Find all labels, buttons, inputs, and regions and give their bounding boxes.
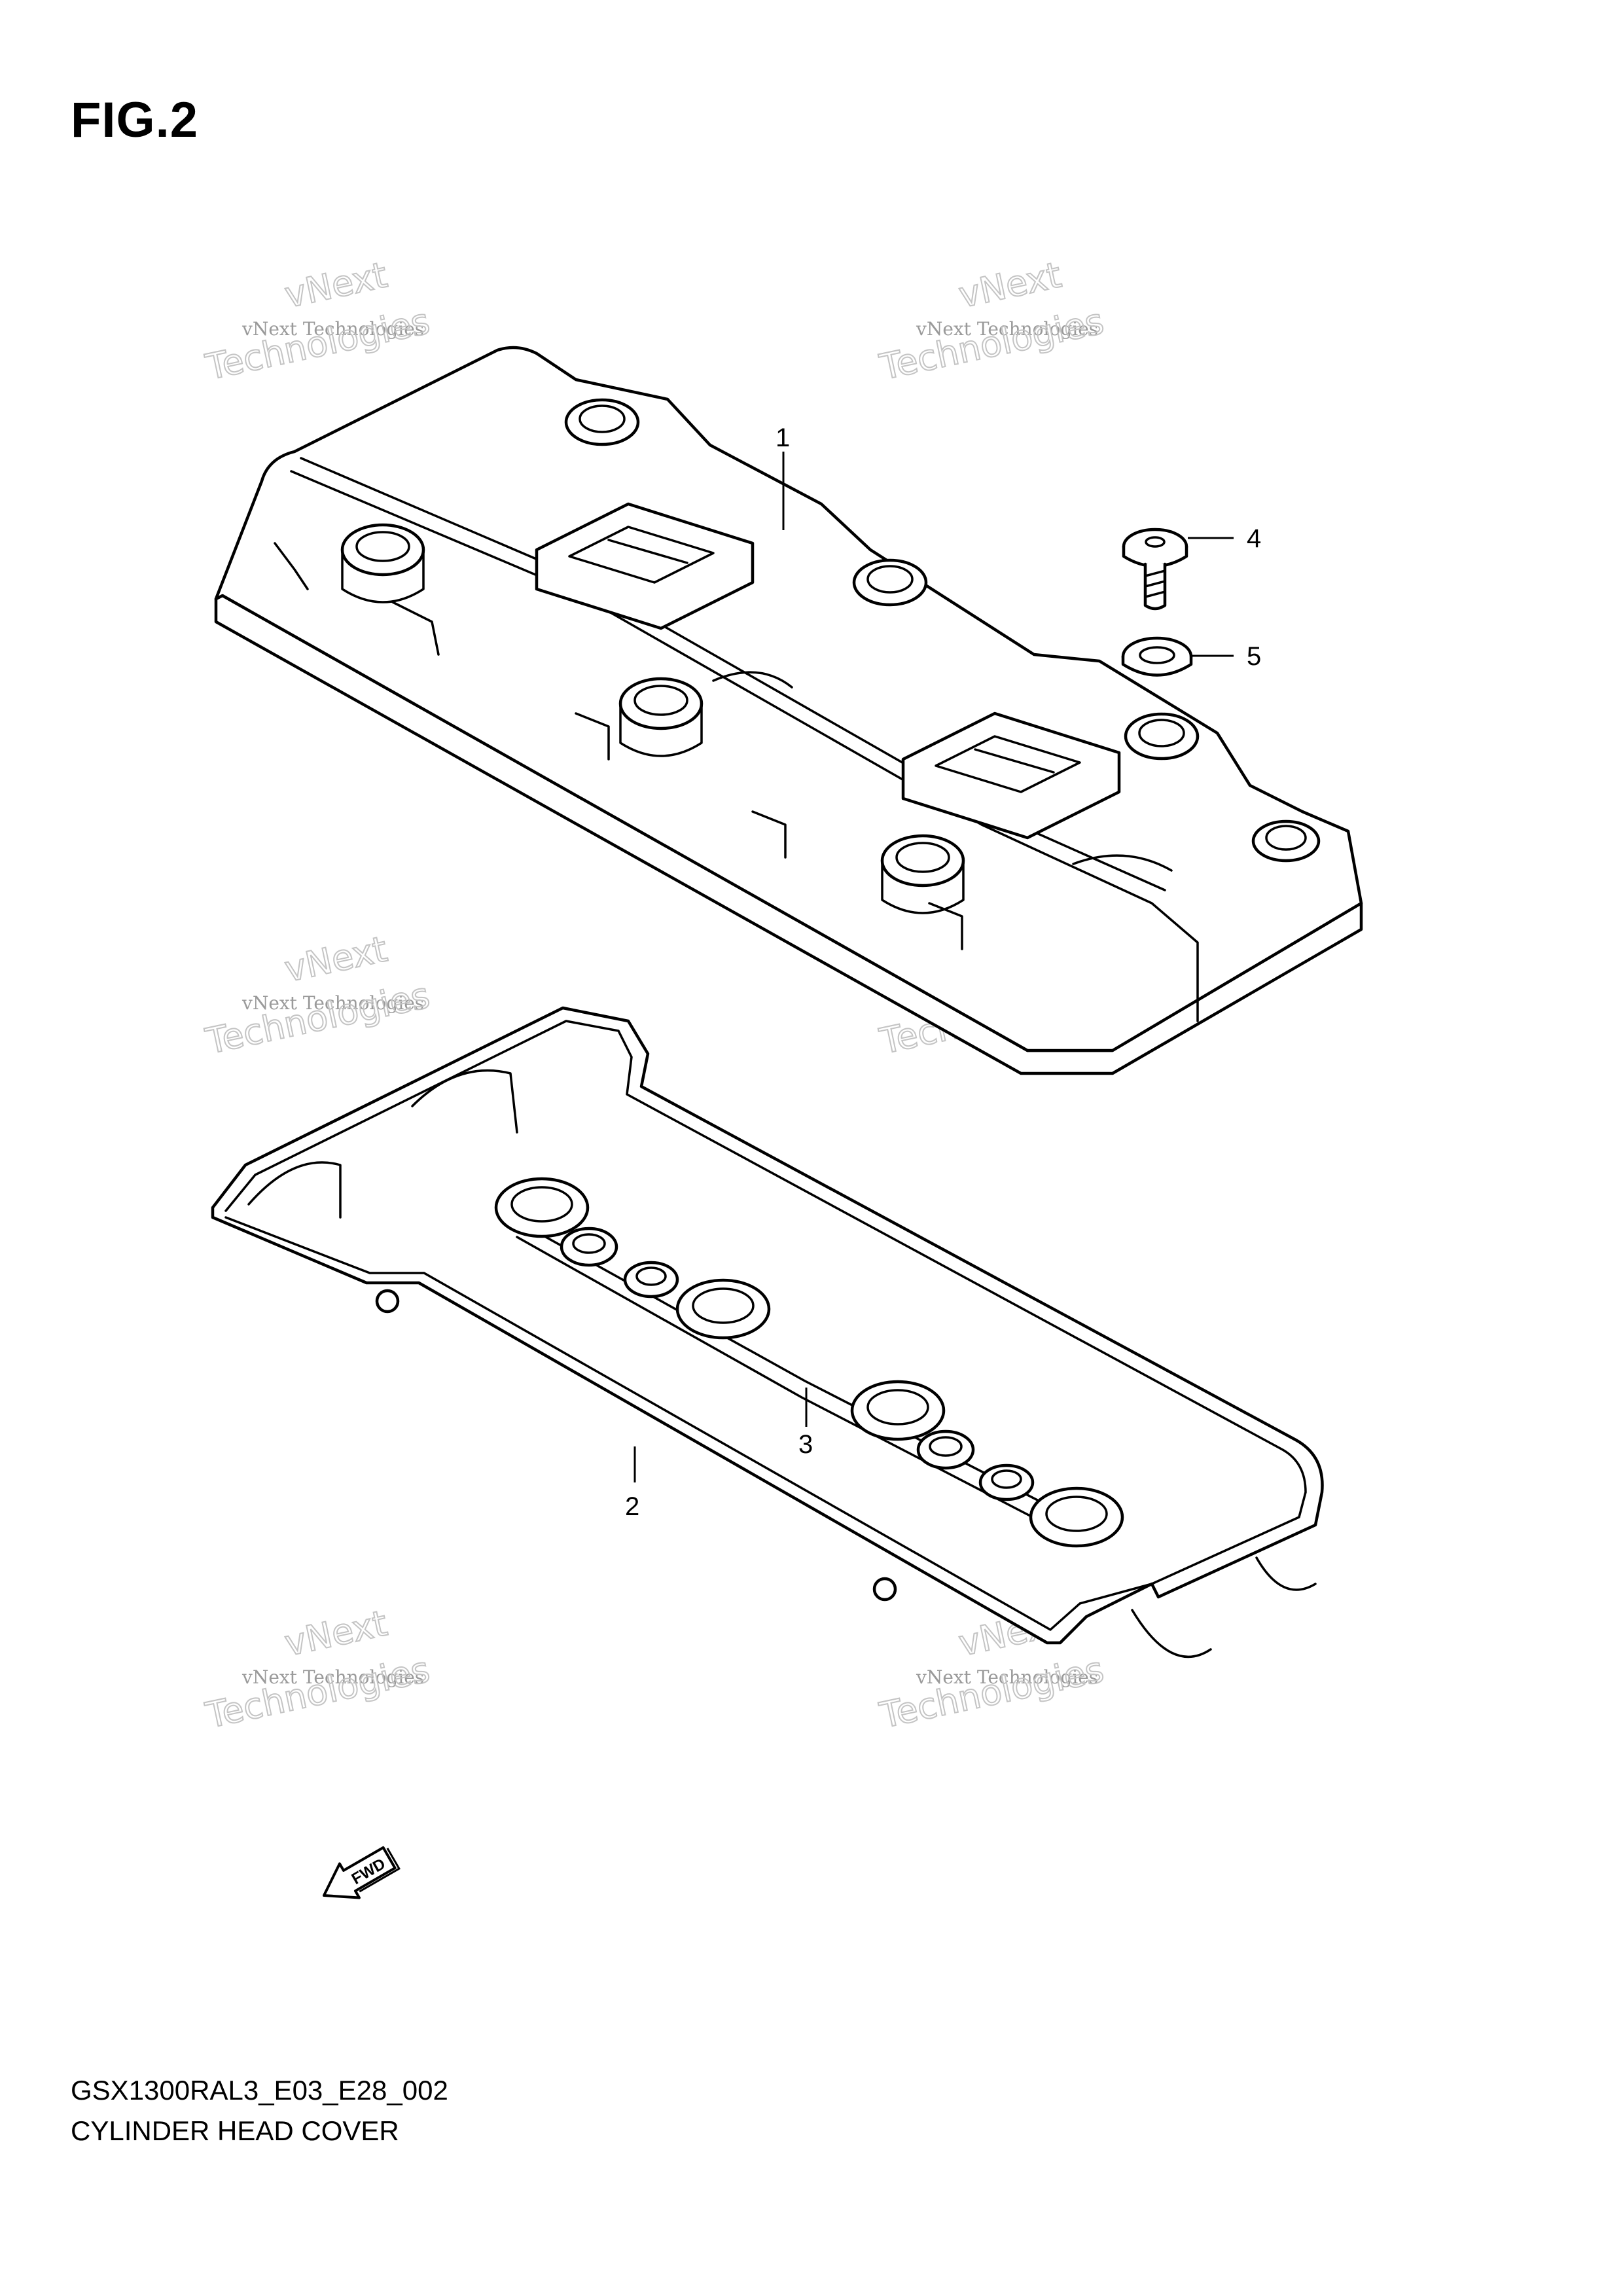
part-5-washer <box>1121 636 1234 677</box>
part-3-spark-plug-gasket <box>494 1177 1124 1548</box>
spark-plug-boss <box>340 523 425 603</box>
svg-text:Technologies: Technologies <box>876 1649 1107 1736</box>
mounting-boss <box>1124 712 1200 761</box>
mounting-boss <box>564 398 640 446</box>
reed-valve-port <box>901 711 1121 840</box>
seal-ring-large <box>1029 1486 1124 1548</box>
part-1-cylinder-head-cover <box>214 346 1363 1075</box>
seal-ring-small <box>916 1429 975 1470</box>
svg-text:vNext: vNext <box>281 928 391 990</box>
seal-ring-small <box>560 1227 618 1267</box>
svg-text:Technologies: Technologies <box>202 975 433 1062</box>
part-4-cover-bolt <box>1122 528 1234 611</box>
reed-valve-port <box>535 502 755 630</box>
mounting-boss <box>1251 819 1321 863</box>
svg-text:vNext Technologies: vNext Technologies <box>241 318 424 340</box>
svg-text:vNext Technologies: vNext Technologies <box>916 318 1098 340</box>
watermark-tile: vNext Technologies vNext Technologies <box>876 253 1108 389</box>
svg-text:vNext Technologies: vNext Technologies <box>241 1666 424 1688</box>
spark-plug-boss <box>618 677 704 757</box>
svg-text:vNext: vNext <box>955 254 1065 315</box>
seal-ring-small <box>978 1463 1035 1501</box>
svg-text:Technologies: Technologies <box>202 300 433 388</box>
svg-text:Technologies: Technologies <box>876 300 1107 388</box>
svg-text:vNext Technologies: vNext Technologies <box>916 1666 1098 1688</box>
svg-text:vNext: vNext <box>281 1602 391 1664</box>
watermark-tile: vNext Technologies vNext Technologies <box>202 1602 434 1737</box>
seal-ring-large <box>675 1278 771 1340</box>
callout-4: 4 <box>1247 524 1261 553</box>
mounting-boss <box>852 558 928 607</box>
svg-text:Technologies: Technologies <box>202 1649 433 1736</box>
seal-ring-large <box>494 1177 590 1238</box>
fwd-arrow-icon: FWD <box>323 1846 401 1899</box>
watermark-tile: vNext Technologies vNext Technologies <box>202 253 434 389</box>
callout-2: 2 <box>625 1492 639 1521</box>
svg-text:vNext: vNext <box>281 254 391 315</box>
callout-5: 5 <box>1247 642 1261 671</box>
diagram-name: CYLINDER HEAD COVER <box>71 2115 399 2146</box>
callout-1: 1 <box>776 423 790 452</box>
diagram-code: GSX1300RAL3_E03_E28_002 <box>71 2075 448 2106</box>
callout-3: 3 <box>798 1430 813 1459</box>
watermark-tile: vNext Technologies vNext Technologies <box>202 927 434 1063</box>
figure-title: FIG.2 <box>71 92 199 148</box>
svg-text:vNext Technologies: vNext Technologies <box>241 992 424 1014</box>
spark-plug-boss <box>880 834 965 914</box>
part-2-cover-gasket <box>211 1006 1324 1659</box>
seal-ring-small <box>623 1261 679 1299</box>
seal-ring-large <box>850 1380 946 1441</box>
